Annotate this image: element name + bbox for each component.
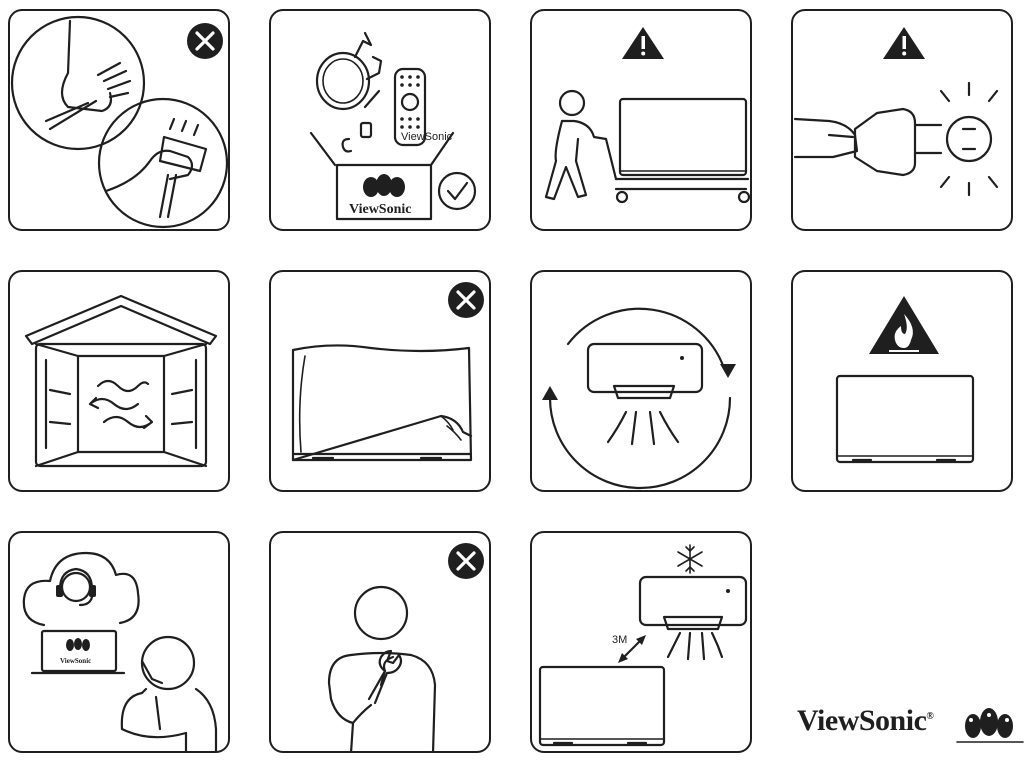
birds-logo [956, 708, 1024, 743]
wrench-icon [367, 649, 403, 705]
prohibited-icon [448, 543, 484, 579]
panel-air-circulation [530, 270, 752, 492]
remote-brand-label: ViewSonic [401, 131, 453, 143]
warning-icon [883, 27, 925, 59]
prohibited-icon [187, 23, 223, 59]
snowflake-icon [677, 544, 703, 574]
panel-fire-hazard [791, 270, 1013, 492]
distance-label: 3M [612, 634, 627, 646]
panel-accessories-in-box: ViewSonic ViewSonic [269, 9, 491, 231]
panel-distance-from-ac: 3M [530, 531, 752, 753]
brand-wordmark: ViewSonic® [797, 704, 934, 738]
panel-unplug-by-cable [8, 9, 230, 231]
panel-transport-with-cart [530, 9, 752, 231]
brand-name: ViewSonic [797, 704, 927, 737]
approved-icon [437, 171, 477, 211]
panel-no-self-repair [269, 531, 491, 753]
panel-contact-support: ViewSonic [8, 531, 230, 753]
panel-do-not-cover [269, 270, 491, 492]
prohibited-icon [448, 282, 484, 318]
registered-mark: ® [926, 711, 934, 722]
birds-logo [66, 638, 90, 651]
birds-logo [363, 174, 405, 197]
warning-icon [622, 27, 664, 59]
brand-logo: ViewSonic® [797, 700, 1024, 746]
fire-warning-icon [869, 296, 939, 354]
panel-power-plug-outlet [791, 9, 1013, 231]
panel-ventilated-room [8, 270, 230, 492]
box-brand-label: ViewSonic [349, 202, 411, 217]
laptop-brand-label: ViewSonic [60, 657, 91, 665]
